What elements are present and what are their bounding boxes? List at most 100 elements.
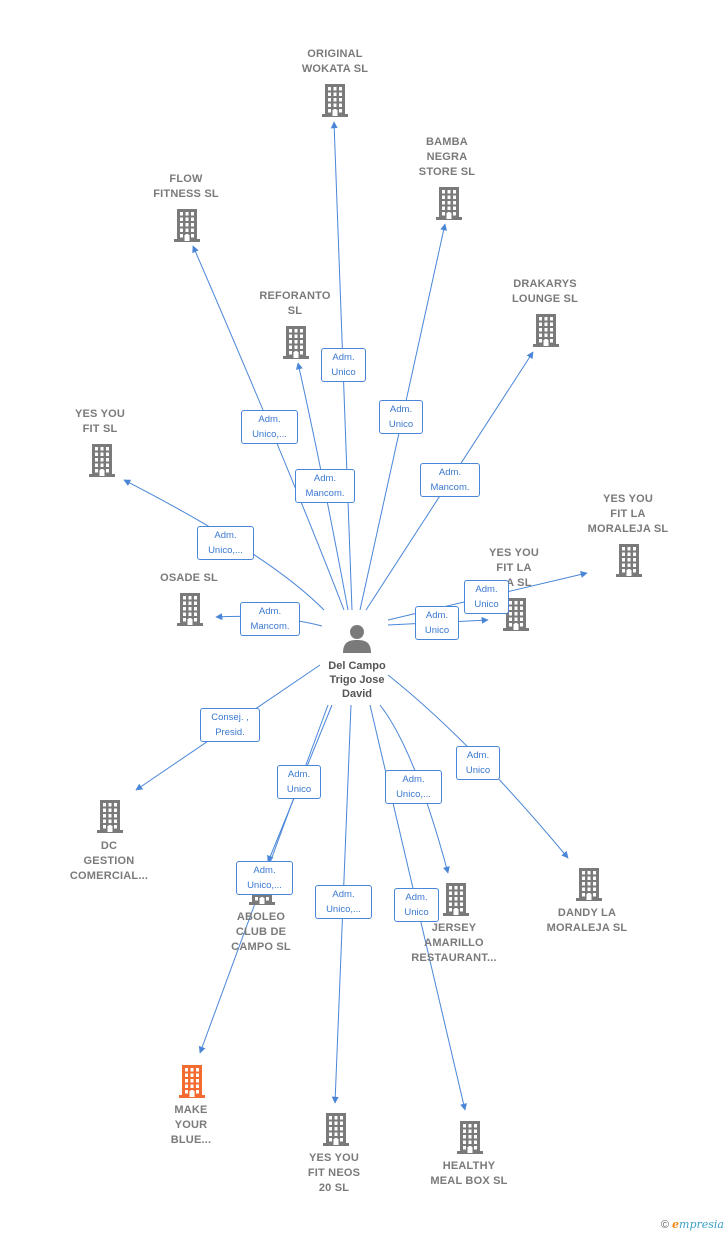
company-name-line: YES YOU <box>488 547 540 559</box>
company-name[interactable]: BAMBA NEGRA STORE SL <box>387 135 507 180</box>
company-building[interactable] <box>178 1064 206 1103</box>
edge-label-yes-you-fit-la-a[interactable]: Adm. Unico <box>415 606 459 640</box>
company-name-line: DANDY LA <box>557 907 617 919</box>
company-name-line: YOUR <box>174 1119 208 1131</box>
edge-label-original-wokata[interactable]: Adm. Unico <box>321 348 366 382</box>
company-name[interactable]: HEALTHY MEAL BOX SL <box>409 1159 529 1189</box>
company-building[interactable] <box>575 867 603 906</box>
company-name-line: HEALTHY <box>442 1160 496 1172</box>
edge-label-jersey-amarillo[interactable]: Adm. Unico,... <box>385 770 442 804</box>
footer-brand[interactable]: © empresia <box>661 1218 724 1231</box>
building-icon <box>174 209 200 242</box>
company-name-line: WOKATA SL <box>301 63 369 75</box>
building-icon <box>97 800 123 833</box>
company-name-line: JERSEY <box>431 922 477 934</box>
company-building[interactable] <box>532 313 560 352</box>
company-building[interactable] <box>173 208 201 247</box>
company-name-line: FIT NEOS <box>307 1167 361 1179</box>
company-name-line: STORE SL <box>418 166 476 178</box>
logo-text: mpresia <box>679 1218 724 1231</box>
company-name-line: FITNESS SL <box>153 188 219 200</box>
edge-label-bamba-negra[interactable]: Adm. Unico <box>379 400 423 434</box>
building-icon <box>179 1065 205 1098</box>
company-name-line: NEGRA <box>426 151 468 163</box>
company-name-line: CLUB DE <box>235 926 287 938</box>
building-icon <box>177 593 203 626</box>
company-name-line: MEAL BOX SL <box>430 1175 508 1187</box>
logo-initial: e <box>672 1218 680 1231</box>
person-name-line: David <box>342 688 372 700</box>
company-name-line: YES YOU <box>308 1152 360 1164</box>
building-icon <box>576 868 602 901</box>
building-icon <box>323 1113 349 1146</box>
edge-label-healthy-meal[interactable]: Adm. Unico <box>394 888 439 922</box>
edge-label-yes-you-fit-moraleja[interactable]: Adm. Unico <box>464 580 509 614</box>
company-name-line: YES YOU <box>602 493 654 505</box>
edge-label-aboleo[interactable]: Adm. Unico <box>277 765 321 799</box>
company-name[interactable]: DC GESTION COMERCIAL... <box>49 839 169 884</box>
edge-label-osade[interactable]: Adm. Mancom. <box>240 602 300 636</box>
company-building[interactable] <box>88 443 116 482</box>
company-name-line: FLOW <box>169 173 203 185</box>
edge-label-dandy[interactable]: Adm. Unico <box>456 746 500 780</box>
edge-label-make-your-blue[interactable]: Adm. Unico,... <box>236 861 293 895</box>
company-building[interactable] <box>442 882 470 921</box>
building-icon <box>436 187 462 220</box>
person-node[interactable] <box>341 622 373 654</box>
company-name-line: GESTION <box>83 855 135 867</box>
building-icon <box>322 84 348 117</box>
company-name-line: AMARILLO <box>424 937 484 949</box>
building-icon <box>443 883 469 916</box>
company-building[interactable] <box>176 592 204 631</box>
company-name-line: LOUNGE SL <box>512 293 578 305</box>
company-name-line: MAKE <box>174 1104 208 1116</box>
company-name-line: ORIGINAL <box>307 48 363 60</box>
company-name-line: SL <box>287 305 303 317</box>
copyright-symbol: © <box>660 1219 669 1231</box>
company-building[interactable] <box>615 543 643 582</box>
building-icon <box>283 326 309 359</box>
company-name[interactable]: FLOW FITNESS SL <box>126 172 246 202</box>
company-building[interactable] <box>435 186 463 225</box>
edge-label-yes-you-fit[interactable]: Adm. Unico,... <box>197 526 254 560</box>
building-icon <box>457 1121 483 1154</box>
company-name[interactable]: DRAKARYS LOUNGE SL <box>485 277 605 307</box>
company-name[interactable]: ORIGINAL WOKATA SL <box>275 47 395 77</box>
edge-label-dc-gestion[interactable]: Consej. , Presid. <box>200 708 260 742</box>
company-building[interactable] <box>502 597 530 636</box>
company-name[interactable]: MAKE YOUR BLUE... <box>131 1103 251 1148</box>
company-name-line: 20 SL <box>318 1182 350 1194</box>
company-name-line: BLUE... <box>170 1134 212 1146</box>
company-name-line: ABOLEO <box>236 911 286 923</box>
company-name-line: OSADE SL <box>160 572 218 584</box>
edge-jersey-amarillo <box>379 704 450 874</box>
company-building[interactable] <box>321 83 349 122</box>
building-icon <box>503 598 529 631</box>
company-name-line: DC <box>100 840 118 852</box>
company-building[interactable] <box>456 1120 484 1159</box>
person-name: Del Campo Trigo Jose David <box>302 659 412 701</box>
company-name-line: COMERCIAL... <box>69 870 149 882</box>
edge-label-drakarys[interactable]: Adm. Mancom. <box>420 463 480 497</box>
edge-flow-fitness <box>192 245 345 611</box>
company-name[interactable]: YES YOU FIT NEOS 20 SL <box>274 1151 394 1196</box>
building-icon <box>533 314 559 347</box>
company-name[interactable]: OSADE SL <box>129 571 249 586</box>
empresia-logo: empresia <box>672 1218 724 1231</box>
building-icon <box>616 544 642 577</box>
company-name-line: DRAKARYS <box>513 278 577 290</box>
edge-label-flow-fitness[interactable]: Adm. Unico,... <box>241 410 298 444</box>
company-name-line: BAMBA <box>426 136 468 148</box>
edge-label-yes-you-fit-neos[interactable]: Adm. Unico,... <box>315 885 372 919</box>
company-building[interactable] <box>282 325 310 364</box>
company-building[interactable] <box>322 1112 350 1151</box>
edge-label-reforanto[interactable]: Adm. Mancom. <box>295 469 355 503</box>
company-building[interactable] <box>96 799 124 838</box>
